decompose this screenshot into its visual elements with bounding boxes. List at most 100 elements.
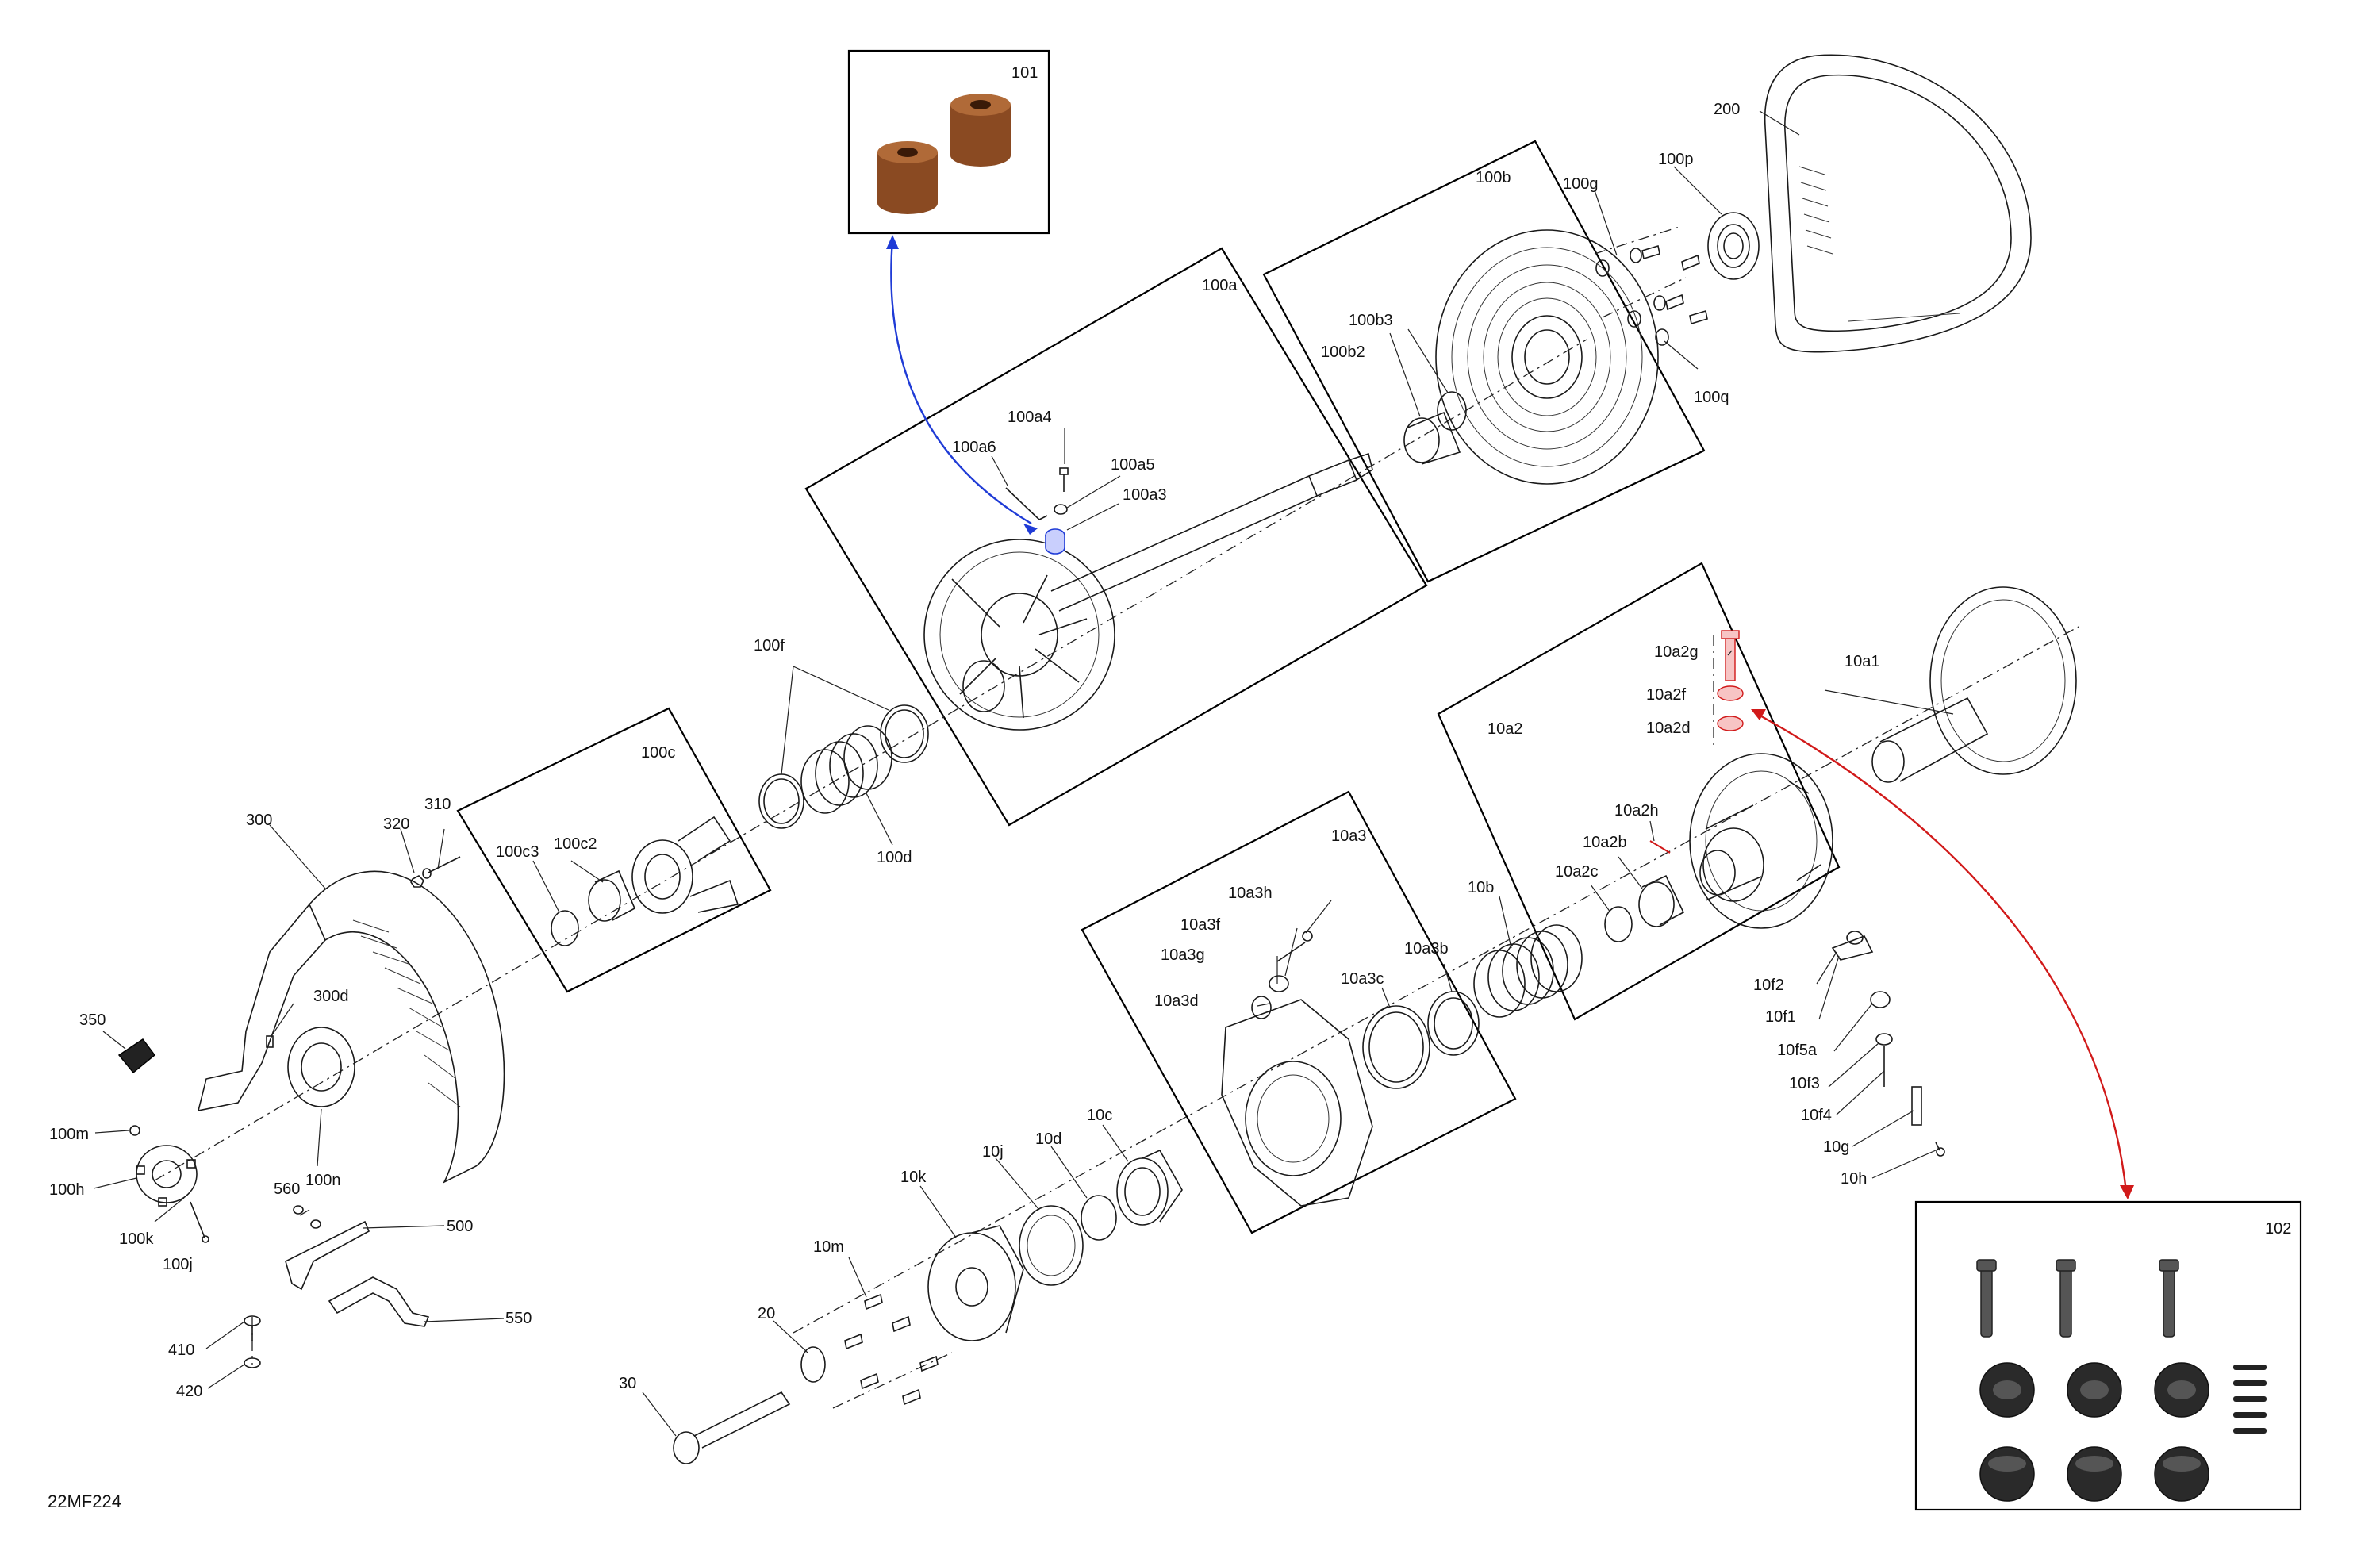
callout-arrow-blue bbox=[890, 239, 1032, 525]
part-10a3c-ring bbox=[1362, 1005, 1430, 1089]
frame-10a3 bbox=[1081, 790, 1517, 1234]
part-100a6-wire bbox=[1005, 487, 1048, 520]
frame-100b bbox=[1262, 140, 1706, 583]
part-100c3-ring bbox=[551, 910, 579, 946]
part-102-kit bbox=[1976, 1259, 2267, 1502]
part-10m-bolts bbox=[844, 1293, 939, 1406]
label-100j: 100j bbox=[163, 1256, 193, 1273]
part-100p-bearing bbox=[1707, 212, 1760, 280]
label-100c3: 100c3 bbox=[496, 843, 539, 861]
label-10f4: 10f4 bbox=[1801, 1107, 1832, 1124]
label-500: 500 bbox=[447, 1218, 473, 1235]
part-100c2-bushing bbox=[588, 869, 636, 922]
part-10k-cover bbox=[927, 1225, 1024, 1341]
part-310-bolt bbox=[422, 856, 461, 879]
label-10d: 10d bbox=[1035, 1130, 1061, 1148]
label-102: 102 bbox=[2265, 1220, 2291, 1238]
label-10a2h: 10a2h bbox=[1614, 802, 1659, 819]
arrowhead-red-10a2d bbox=[1751, 709, 1766, 720]
part-100a4-screw bbox=[1059, 467, 1069, 492]
label-10g: 10g bbox=[1823, 1138, 1849, 1156]
part-100h-hub bbox=[136, 1145, 198, 1207]
part-100f-rings bbox=[758, 704, 929, 829]
frame-100c bbox=[456, 707, 772, 993]
label-10a3c: 10a3c bbox=[1341, 970, 1384, 988]
part-10f-hardware bbox=[1831, 931, 1945, 1157]
part-100a-shaft-sheave bbox=[923, 452, 1373, 731]
label-10a2g: 10a2g bbox=[1654, 643, 1699, 661]
part-20-washer bbox=[800, 1346, 826, 1383]
label-10k: 10k bbox=[900, 1169, 927, 1186]
label-560: 560 bbox=[274, 1180, 300, 1198]
part-100d-spring bbox=[800, 725, 892, 814]
label-320: 320 bbox=[383, 816, 409, 833]
part-300d-screw bbox=[266, 1035, 274, 1048]
part-10j-gasket bbox=[1019, 1205, 1084, 1286]
label-100a4: 100a4 bbox=[1008, 409, 1052, 426]
label-10a3g: 10a3g bbox=[1161, 946, 1205, 964]
label-10f1: 10f1 bbox=[1765, 1008, 1796, 1026]
part-100b-sheave bbox=[1435, 229, 1659, 485]
label-100c2: 100c2 bbox=[554, 835, 597, 853]
part-10a2g-pin bbox=[1721, 630, 1740, 681]
label-10m: 10m bbox=[813, 1238, 844, 1256]
arrowhead-blue-101 bbox=[886, 235, 899, 249]
label-300d: 300d bbox=[313, 988, 349, 1005]
label-10a1: 10a1 bbox=[1844, 653, 1880, 670]
label-10f3: 10f3 bbox=[1789, 1075, 1820, 1092]
part-101-bushings bbox=[877, 94, 1011, 214]
part-410-screw bbox=[244, 1315, 261, 1341]
arrowhead-red-102 bbox=[2120, 1185, 2134, 1199]
frame-102 bbox=[1914, 1200, 2302, 1511]
label-100q: 100q bbox=[1694, 389, 1729, 406]
part-100j-bolt bbox=[190, 1201, 209, 1243]
axis-hardware-b bbox=[1602, 277, 1687, 318]
part-10a3b-ring bbox=[1427, 991, 1480, 1056]
part-560-fasteners bbox=[293, 1205, 321, 1229]
label-100p: 100p bbox=[1658, 151, 1694, 168]
leader-lines bbox=[93, 110, 1954, 1437]
axis-upper bbox=[154, 339, 1587, 1181]
part-420-washer bbox=[244, 1357, 261, 1368]
label-10a3f: 10a3f bbox=[1180, 916, 1220, 934]
label-310: 310 bbox=[424, 796, 451, 813]
label-200: 200 bbox=[1714, 101, 1740, 118]
label-10h: 10h bbox=[1841, 1170, 1867, 1188]
label-100b2: 100b2 bbox=[1321, 344, 1365, 361]
callout-arrow-red bbox=[1756, 712, 2128, 1192]
part-10a2c-ring bbox=[1604, 906, 1633, 942]
label-10a2: 10a2 bbox=[1488, 720, 1523, 738]
part-100b3-ring bbox=[1437, 391, 1467, 431]
label-100f: 100f bbox=[754, 637, 785, 654]
part-10b-spring bbox=[1473, 924, 1583, 1018]
part-550-bracket bbox=[328, 1276, 430, 1327]
label-100a6: 100a6 bbox=[952, 439, 996, 456]
diagram-code: 22MF224 bbox=[48, 1491, 121, 1511]
part-10a2-sheave bbox=[1689, 753, 1833, 929]
frame-101 bbox=[847, 49, 1050, 235]
label-100a5: 100a5 bbox=[1111, 456, 1155, 474]
part-10a1-sheave bbox=[1871, 586, 2077, 783]
label-101: 101 bbox=[1012, 64, 1038, 82]
label-410: 410 bbox=[168, 1341, 194, 1359]
part-320-nut bbox=[410, 875, 424, 888]
label-10j: 10j bbox=[982, 1143, 1004, 1161]
label-100c: 100c bbox=[641, 744, 675, 762]
part-10a2b-bushing bbox=[1638, 874, 1685, 927]
label-10c: 10c bbox=[1087, 1107, 1112, 1124]
frame-100a bbox=[804, 247, 1428, 827]
label-10a2d: 10a2d bbox=[1646, 720, 1691, 737]
label-100k: 100k bbox=[119, 1230, 154, 1248]
part-10a2f-weight bbox=[1717, 685, 1744, 701]
label-30: 30 bbox=[619, 1375, 636, 1392]
label-10a3b: 10a3b bbox=[1404, 940, 1449, 958]
part-10d-ring bbox=[1081, 1195, 1117, 1241]
label-100a: 100a bbox=[1202, 277, 1238, 294]
label-100g: 100g bbox=[1563, 175, 1599, 193]
callout-labels: 101 102 200 100a 100b 100c 100g 100p 100… bbox=[48, 64, 2291, 1511]
part-500-bracket bbox=[285, 1220, 370, 1291]
label-100d: 100d bbox=[877, 849, 912, 866]
part-100g-hardware bbox=[1595, 244, 1708, 328]
label-10a3: 10a3 bbox=[1331, 827, 1367, 845]
